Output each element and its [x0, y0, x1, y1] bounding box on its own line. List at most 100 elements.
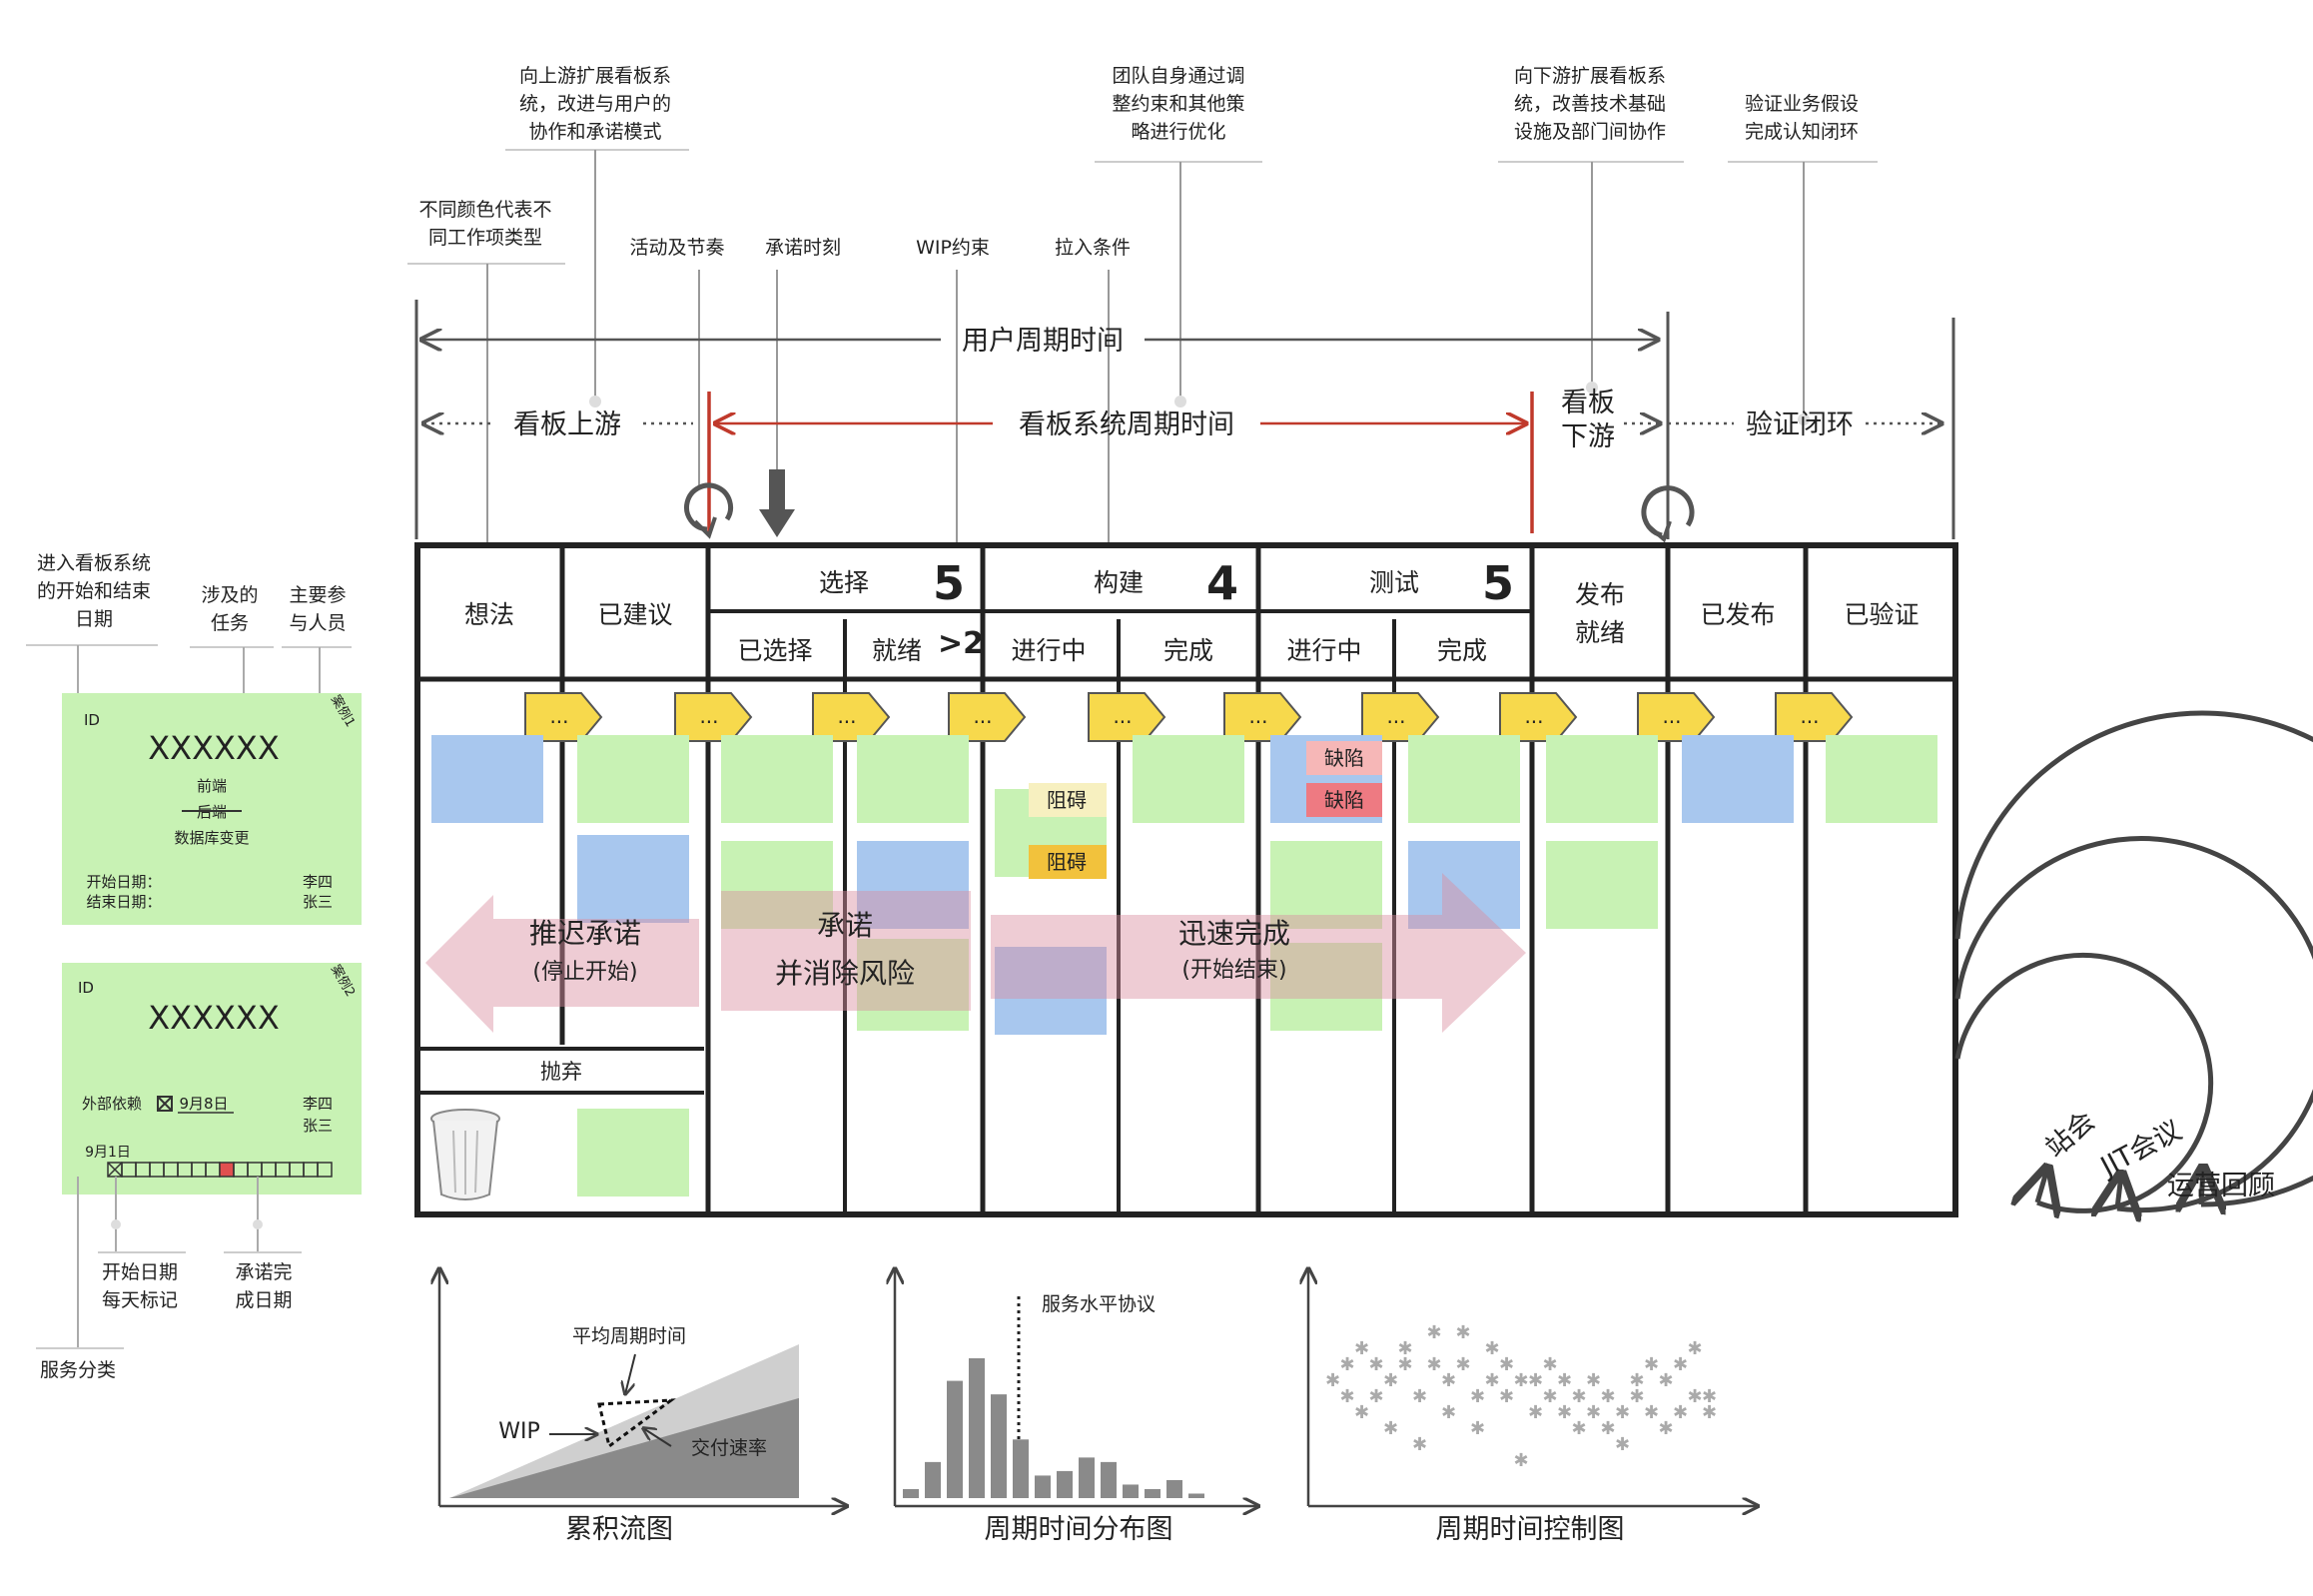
control-point: ✱: [1426, 1322, 1441, 1343]
histogram-bar: [947, 1380, 963, 1498]
legend-card-2: ID 案例2 XXXXXX 外部依赖 9月8日 李四 张三 9月1日: [62, 963, 362, 1195]
histogram-bar: [1013, 1439, 1029, 1498]
day-box: [219, 1162, 235, 1178]
control-point: ✱: [1673, 1354, 1688, 1375]
defect-tag: [1306, 783, 1382, 817]
discard-area: 抛弃: [430, 1060, 582, 1200]
card-green[interactable]: [1270, 943, 1382, 1031]
card-green[interactable]: [577, 735, 689, 823]
pull-marker-text: ...: [1248, 704, 1267, 728]
annotation-expand-downstream: 向下游扩展看板系 统，改善技术基础 设施及部门间协作: [1498, 65, 1684, 394]
card-blue[interactable]: [995, 947, 1107, 1035]
histogram-bar: [1166, 1479, 1182, 1498]
card-blue[interactable]: [431, 735, 543, 823]
control-point: ✱: [1412, 1386, 1427, 1407]
card-blue[interactable]: [577, 835, 689, 923]
pull-marker-tag[interactable]: [1223, 692, 1302, 742]
validate-hypothesis-line-2: 完成认知闭环: [1745, 121, 1859, 143]
pull-marker-text: ...: [1662, 704, 1681, 728]
card-green[interactable]: [1408, 735, 1520, 823]
control-point: ✱: [1673, 1402, 1688, 1423]
upstream-line: 看板上游: [423, 409, 693, 440]
card-green[interactable]: [721, 841, 833, 929]
selection-wip-limit: 5: [933, 556, 965, 610]
card-green[interactable]: [857, 939, 969, 1031]
card-green[interactable]: [1133, 735, 1244, 823]
card-green[interactable]: [577, 1109, 689, 1197]
customer-lead-time-label: 用户周期时间: [962, 326, 1124, 357]
blocker-label: 阻碍: [1047, 788, 1087, 812]
col-in-progress-1: 进行中: [1011, 636, 1086, 665]
control-point: ✱: [1441, 1402, 1456, 1423]
histogram-bar: [991, 1394, 1007, 1498]
dependency-checkbox[interactable]: [157, 1096, 173, 1112]
control-point: ✱: [1325, 1370, 1340, 1391]
trash-can-icon: [430, 1109, 500, 1200]
lead-time-histogram: 周期时间分布图 服务水平协议: [895, 1268, 1258, 1545]
control-point: ✱: [1615, 1402, 1630, 1423]
pull-marker-tag[interactable]: [1775, 692, 1854, 742]
control-point: ✱: [1513, 1370, 1528, 1391]
control-chart-title: 周期时间控制图: [1436, 1514, 1625, 1545]
pull-marker-tag[interactable]: [674, 692, 753, 742]
pull-criteria-label: 拉入条件: [1055, 237, 1131, 259]
colors-types-line-1: 不同颜色代表不: [418, 199, 551, 221]
col-proposed: 已建议: [597, 600, 672, 629]
pull-marker-tag[interactable]: [948, 692, 1027, 742]
col-test: 测试: [1369, 568, 1419, 597]
histogram-bar: [903, 1488, 919, 1498]
card-green[interactable]: [721, 735, 833, 823]
control-point: ✱: [1571, 1418, 1586, 1439]
control-point: ✱: [1513, 1450, 1528, 1471]
card2-date-mark: 9月1日: [85, 1145, 131, 1161]
pull-marker-tag[interactable]: [1088, 692, 1166, 742]
control-point: ✱: [1542, 1386, 1557, 1407]
card1-title: XXXXXX: [148, 729, 280, 767]
wip-limit-label: WIP约束: [916, 237, 990, 259]
commitment-point-label: 承诺时刻: [765, 237, 841, 259]
commit-date-label-1: 承诺完: [235, 1261, 292, 1283]
pull-marker-tag[interactable]: [524, 692, 603, 742]
validation-loop-label: 验证闭环: [1746, 409, 1854, 440]
card1-person-2: 张三: [303, 893, 333, 911]
pull-marker-text: ...: [1386, 704, 1405, 728]
col-in-progress-2: 进行中: [1286, 636, 1361, 665]
legend-tasks-2: 任务: [211, 612, 249, 634]
card1-id: ID: [84, 711, 100, 729]
card-green[interactable]: [1826, 735, 1937, 823]
card-green[interactable]: [857, 735, 969, 823]
card-green[interactable]: [1546, 735, 1658, 823]
pull-marker-tag[interactable]: [1361, 692, 1440, 742]
control-point: ✱: [1383, 1370, 1398, 1391]
upstream-label: 看板上游: [513, 409, 621, 440]
card-green[interactable]: [1546, 841, 1658, 929]
pull-marker-tag[interactable]: [812, 692, 891, 742]
pull-marker-tag[interactable]: [1637, 692, 1716, 742]
card-blue[interactable]: [1408, 841, 1520, 929]
card2-person-2: 张三: [303, 1117, 333, 1135]
cumulative-flow-chart: 累积流图 平均周期时间 WIP 交付速率: [439, 1268, 847, 1545]
card-blue[interactable]: [857, 841, 969, 929]
control-point: ✱: [1397, 1354, 1412, 1375]
day-box-mark: [107, 1162, 123, 1178]
blocker-label: 阻碍: [1047, 850, 1087, 874]
card-blue[interactable]: [1682, 735, 1794, 823]
histogram-bar: [1188, 1493, 1204, 1498]
operations-review-label: 运营回顾: [2167, 1171, 2275, 1201]
defect-label: 缺陷: [1324, 788, 1364, 812]
cadence-label: 活动及节奏: [629, 237, 724, 259]
card1-start: 开始日期：: [86, 873, 161, 891]
build-wip-limit: 4: [1206, 556, 1238, 610]
colors-types-line-2: 同工作项类型: [428, 227, 542, 249]
control-point: ✱: [1484, 1338, 1499, 1359]
legend-dates-3: 日期: [75, 608, 113, 630]
defect-tag: [1306, 741, 1382, 775]
card-green[interactable]: [1270, 841, 1382, 929]
col-released: 已发布: [1700, 600, 1775, 629]
expand-upstream-line-3: 协作和承诺模式: [528, 121, 661, 143]
team-constraints-line-3: 略进行优化: [1131, 121, 1225, 143]
downstream-label-2: 下游: [1561, 421, 1615, 452]
cfd-area-lower: [449, 1397, 799, 1498]
pull-marker-tag[interactable]: [1499, 692, 1578, 742]
